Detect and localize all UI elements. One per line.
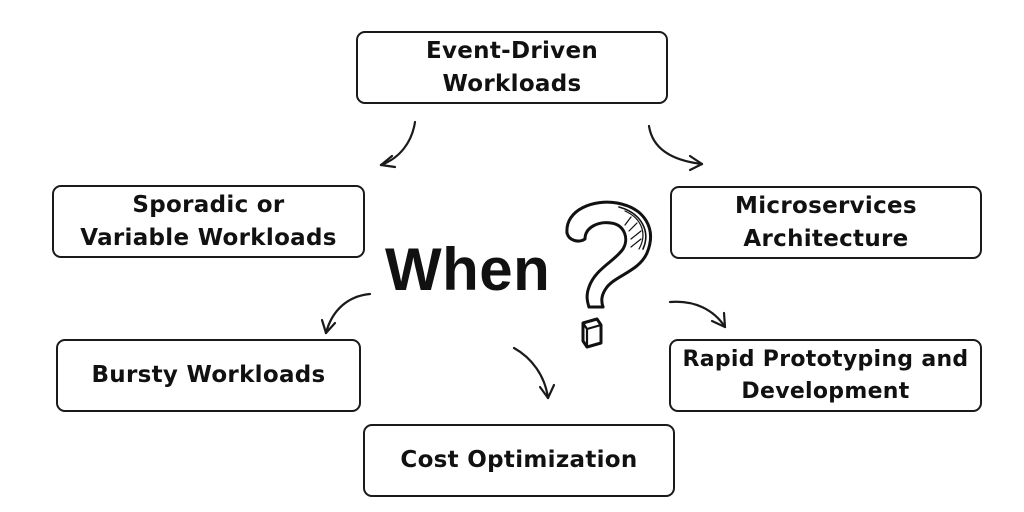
arrow-to-cost-optimization	[512, 346, 556, 400]
question-mark-icon	[565, 200, 652, 349]
node-label: Rapid Prototyping and Development	[682, 347, 969, 404]
node-label: Cost Optimization	[400, 447, 638, 474]
node-label: Microservices Architecture	[735, 192, 917, 252]
node-microservices-architecture: Microservices Architecture	[670, 186, 982, 259]
node-bursty-workloads: Bursty Workloads	[56, 339, 361, 412]
node-label: Event-Driven Workloads	[425, 37, 599, 97]
center-title: When	[385, 236, 551, 303]
arrow-to-bursty	[320, 292, 372, 335]
arrow-to-sporadic	[379, 120, 417, 169]
node-label: Sporadic or Variable Workloads	[80, 191, 337, 251]
node-cost-optimization: Cost Optimization	[363, 424, 675, 497]
arrow-to-rapid-prototyping	[668, 300, 727, 329]
node-event-driven-workloads: Event-Driven Workloads	[356, 31, 668, 104]
arrow-to-microservices	[647, 124, 704, 172]
node-sporadic-workloads: Sporadic or Variable Workloads	[52, 185, 365, 258]
node-rapid-prototyping: Rapid Prototyping and Development	[669, 339, 982, 412]
node-label: Bursty Workloads	[91, 362, 326, 389]
